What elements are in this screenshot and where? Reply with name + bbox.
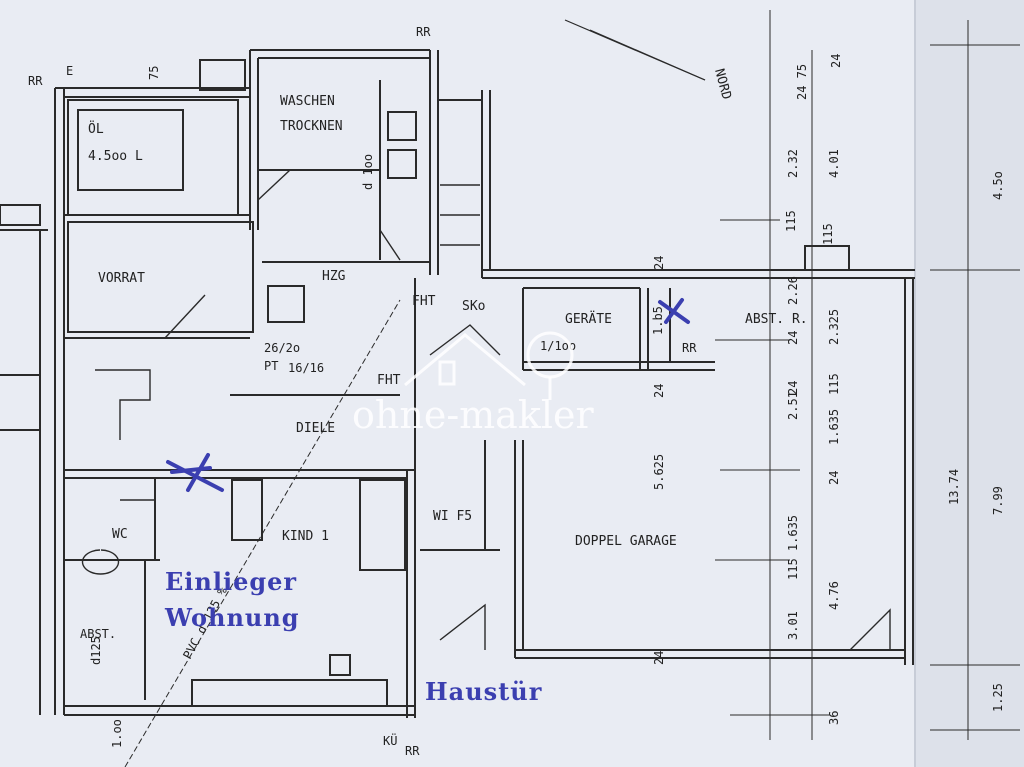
tools-dim2: 1.b5 xyxy=(651,306,665,335)
washing-label: WASCHEN xyxy=(280,94,335,109)
pt-label2: PT xyxy=(264,359,278,373)
dim-24c: 24 xyxy=(786,331,800,345)
child-room-label: KIND 1 xyxy=(282,529,329,544)
annotation-wohnung: Wohnung xyxy=(164,603,300,632)
dim-24e: 24 xyxy=(786,381,800,395)
annotation-haustuer: Haustür xyxy=(425,677,542,706)
dim-232: 2.32 xyxy=(786,149,800,178)
dim-1374: 13.74 xyxy=(947,469,961,505)
dim-36: 36 xyxy=(827,711,841,725)
section-line xyxy=(124,299,401,767)
fht-label: FHT xyxy=(412,294,436,309)
heating-label: HZG xyxy=(322,269,346,284)
tools-label: GERÄTE xyxy=(565,311,612,327)
dim-401: 4.01 xyxy=(827,149,841,178)
door-swings xyxy=(81,169,891,651)
pipe-label: d 1oo xyxy=(361,154,375,190)
dim-115-1635: 115 1.635 xyxy=(786,515,800,580)
dim-476: 4.76 xyxy=(827,581,841,610)
rr-bottom: RR xyxy=(405,744,420,758)
oil-capacity: 4.5oo L xyxy=(88,149,143,164)
dim-24b: 24 xyxy=(652,256,666,270)
marker-cross-icon xyxy=(166,453,224,492)
rr-tools: RR xyxy=(682,341,697,355)
garage-label: DOPPEL GARAGE xyxy=(575,534,677,549)
pt-label3: 16/16 xyxy=(288,361,324,375)
marker-cross-icon xyxy=(658,298,690,324)
oil-label: ÖL xyxy=(88,120,104,137)
dim-1635a: 1.635 xyxy=(827,409,841,445)
dim-115b: 115 xyxy=(821,223,835,245)
dim-226: 2.26 xyxy=(786,276,800,305)
rr-left: RR xyxy=(28,74,43,88)
wifs-label: WI F5 xyxy=(433,509,472,524)
dim-24f: 24 xyxy=(827,471,841,485)
dim-24-75: 24 75 xyxy=(795,64,809,100)
watermark-text: ohne-makler xyxy=(352,393,595,437)
storage-label: VORRAT xyxy=(98,271,145,286)
dim-75: 75 xyxy=(147,66,161,80)
abst-label: ABST. xyxy=(80,627,116,641)
north-arrow xyxy=(564,19,706,81)
fht2-label: FHT xyxy=(377,373,401,388)
dimension-lines xyxy=(715,10,1020,740)
dim-251: 2.51 xyxy=(786,391,800,420)
north-label: NORD xyxy=(711,67,734,101)
walls xyxy=(0,49,915,718)
annotation-einlieger: Einlieger xyxy=(165,567,297,596)
paper-edge xyxy=(915,0,1024,767)
dim-115c: 115 xyxy=(827,373,841,395)
dim-125: 1.25 xyxy=(991,683,1005,712)
sko-label: SKo xyxy=(462,299,485,314)
watermark-house-icon xyxy=(404,331,574,400)
wc-label: WC xyxy=(112,527,128,542)
dim-450: 4.5o xyxy=(991,171,1005,200)
pt-label1: 26/2o xyxy=(264,341,300,355)
dim-24a: 24 xyxy=(829,54,843,68)
dim-301: 3.01 xyxy=(786,611,800,640)
drying-label: TROCKNEN xyxy=(280,119,343,134)
hall-label: DIELE xyxy=(296,421,335,436)
dim-799: 7.99 xyxy=(991,486,1005,515)
dim-115a: 115 xyxy=(784,210,798,232)
abst-r-label: ABST. R. xyxy=(745,312,808,327)
dim-5625: 5.625 xyxy=(652,454,666,490)
dim-24d: 24 xyxy=(652,384,666,398)
d100b-label: 1.oo xyxy=(110,719,124,748)
e-label: E xyxy=(66,64,73,78)
dim-2325: 2.325 xyxy=(827,309,841,345)
dim-24g: 24 xyxy=(652,651,666,665)
kue-label: KÜ xyxy=(383,732,397,748)
rr-top: RR xyxy=(416,25,431,39)
abst-pipe: d125 xyxy=(89,636,103,665)
